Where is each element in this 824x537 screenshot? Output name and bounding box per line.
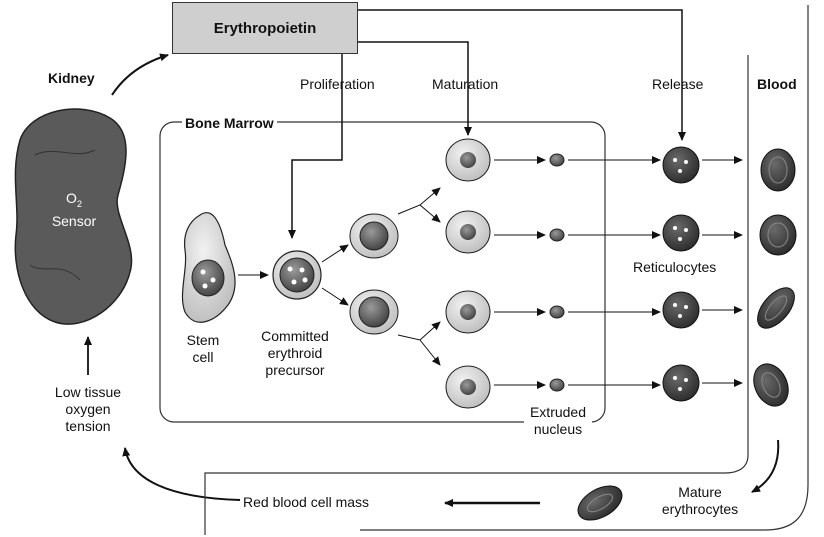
mature-erythrocyte xyxy=(577,485,623,521)
sensor-o-text: O xyxy=(66,190,77,206)
committed-line-3: precursor xyxy=(265,362,325,378)
committed-line-2: erythroid xyxy=(267,345,323,361)
o2-sensor-label: O2 Sensor xyxy=(48,190,100,230)
extruded-line-2: nucleus xyxy=(533,421,583,437)
extruded-nucleus-4 xyxy=(549,378,565,392)
kidney-label: Kidney xyxy=(48,70,95,86)
kidney-icon xyxy=(14,108,133,325)
normoblast-2 xyxy=(445,210,491,254)
stimulus-line-3: tension xyxy=(65,418,111,434)
stem-cell-label: Stem cell xyxy=(178,332,228,366)
reticulocyte-4 xyxy=(662,364,700,402)
bone-marrow-box xyxy=(159,121,606,423)
feedback-arrow xyxy=(122,447,241,501)
normoblast-4 xyxy=(445,365,491,409)
reticulocyte-3 xyxy=(662,291,700,329)
release-label: Release xyxy=(652,76,704,92)
maturation-label: Maturation xyxy=(432,76,499,92)
mature-erythrocytes-label: Mature erythrocytes xyxy=(650,484,750,518)
release-line xyxy=(358,9,686,141)
stimulus-line-2: oxygen xyxy=(65,401,111,417)
reticulocyte-2 xyxy=(662,214,700,252)
blood-compartment xyxy=(204,55,749,535)
extruded-nucleus-1 xyxy=(549,153,565,167)
bone-marrow-label: Bone Marrow xyxy=(182,115,277,132)
sensor-text: Sensor xyxy=(51,212,97,229)
erythrocyte-4 xyxy=(753,363,789,407)
blood-label: Blood xyxy=(757,76,797,92)
stimulus-label: Low tissue oxygen tension xyxy=(38,384,138,435)
proliferation-line xyxy=(288,54,343,239)
extruded-nucleus-label: Extruded nucleus xyxy=(524,404,592,438)
reticulocyte-1 xyxy=(662,146,700,184)
mature-line-2: erythrocytes xyxy=(661,501,739,517)
extruded-nucleus-2 xyxy=(549,228,565,242)
extruded-line-1: Extruded xyxy=(529,404,587,420)
mature-line-1: Mature xyxy=(678,484,722,500)
proliferation-label: Proliferation xyxy=(300,76,375,92)
stimulus-line-1: Low tissue xyxy=(54,384,122,400)
erythrocyte-2 xyxy=(759,214,797,256)
erythropoietin-box: Erythropoietin xyxy=(172,2,358,54)
normoblast-1 xyxy=(445,138,491,182)
kidney-to-epo-arrow xyxy=(111,53,169,96)
maturation-line xyxy=(358,41,472,136)
committed-precursor-cell xyxy=(272,250,322,300)
rbc-mass-label: Red blood cell mass xyxy=(243,494,370,510)
stem-line-2: cell xyxy=(192,349,214,365)
sensor-sub-text: 2 xyxy=(76,198,82,209)
proerythroblast-upper xyxy=(349,213,399,259)
erythrocyte-3 xyxy=(757,287,795,329)
erythropoietin-label: Erythropoietin xyxy=(213,19,317,37)
proerythroblast-lower xyxy=(349,289,399,335)
blood-exit-arrow xyxy=(751,439,780,493)
committed-precursor-label: Committed erythroid precursor xyxy=(250,328,340,379)
stem-line-1: Stem xyxy=(186,332,220,348)
committed-line-1: Committed xyxy=(261,328,329,344)
erythrocyte-1 xyxy=(760,148,796,192)
normoblast-3 xyxy=(445,290,491,334)
reticulocytes-label: Reticulocytes xyxy=(633,259,717,275)
extruded-nucleus-3 xyxy=(549,305,565,319)
